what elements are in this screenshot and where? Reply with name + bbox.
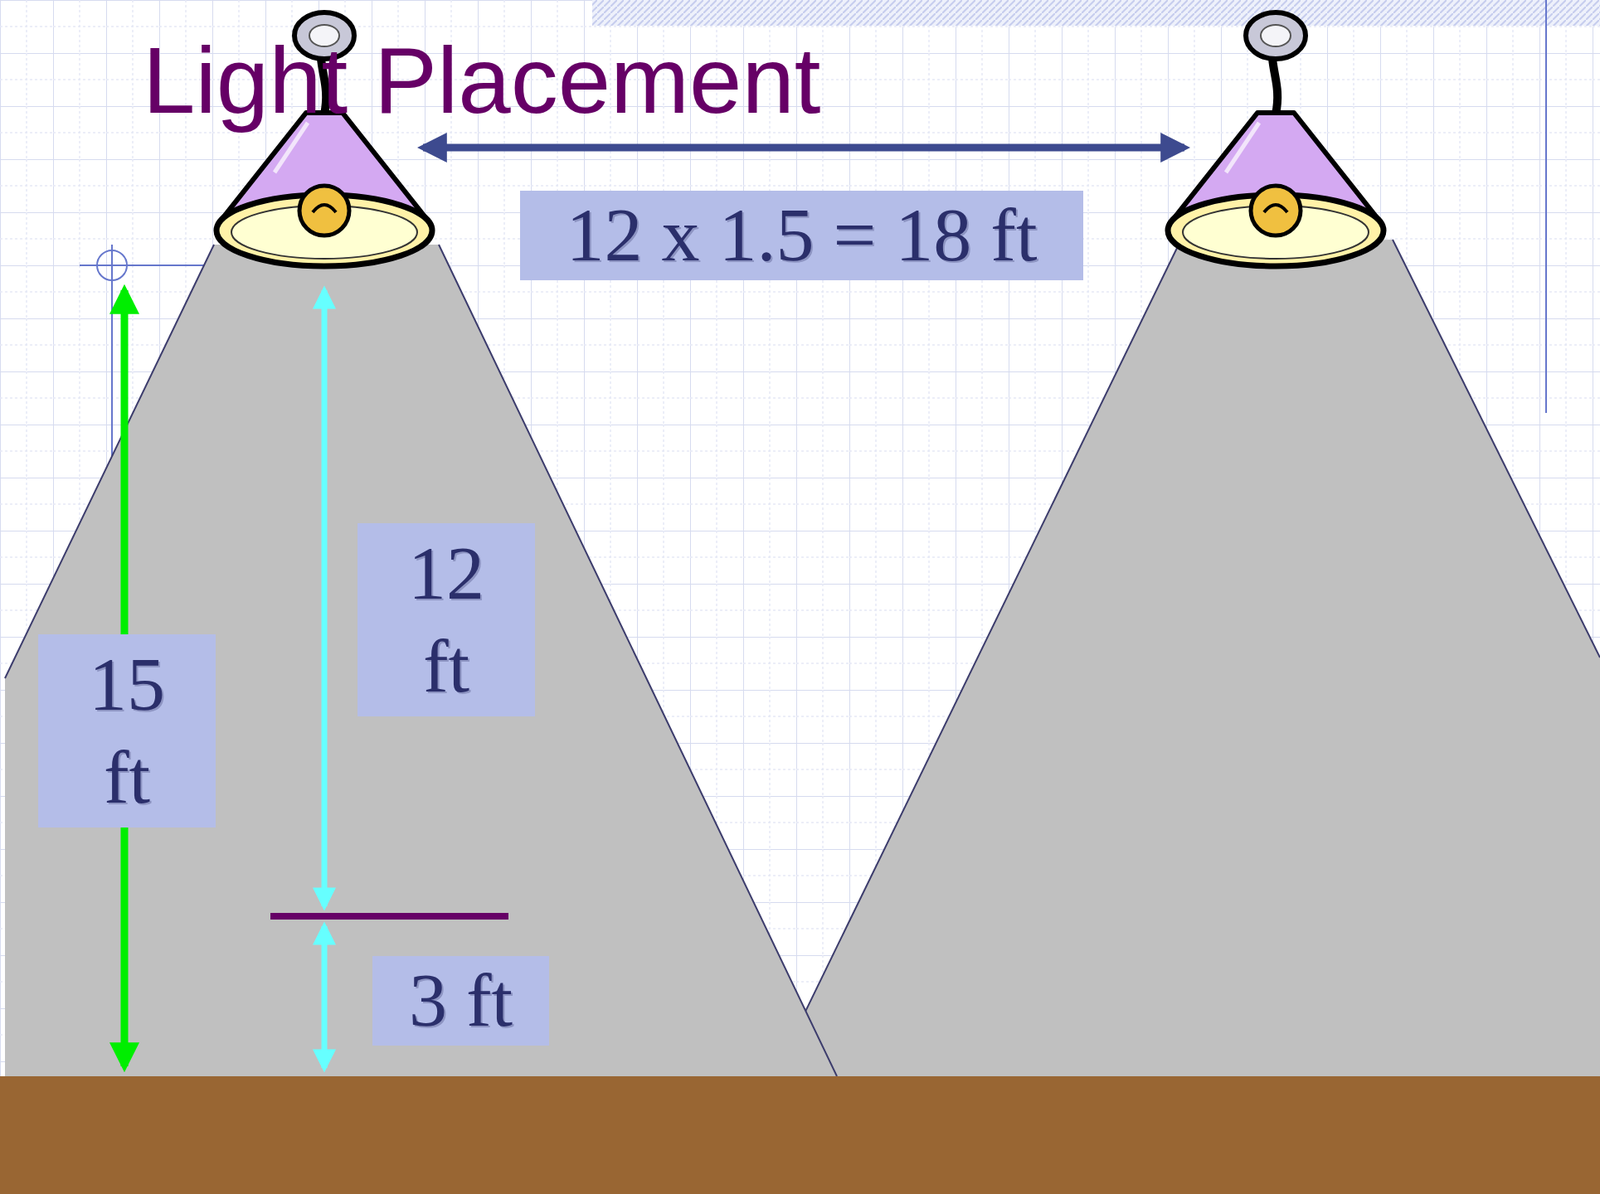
slide-title: Light Placement — [142, 33, 821, 128]
dimension-text: 12 ft — [388, 526, 505, 713]
dimension-label-box: 12 x 1.5 = 18 ft — [520, 190, 1084, 281]
dimension-label-box: 12 ft — [357, 523, 535, 717]
dimension-text: 12 x 1.5 = 18 ft — [559, 194, 1044, 277]
dimension-label-box: 3 ft — [372, 956, 550, 1046]
dimension-text: 15 ft — [68, 637, 185, 824]
dimension-label-box: 15 ft — [38, 634, 216, 828]
dimension-text: 3 ft — [403, 959, 519, 1042]
